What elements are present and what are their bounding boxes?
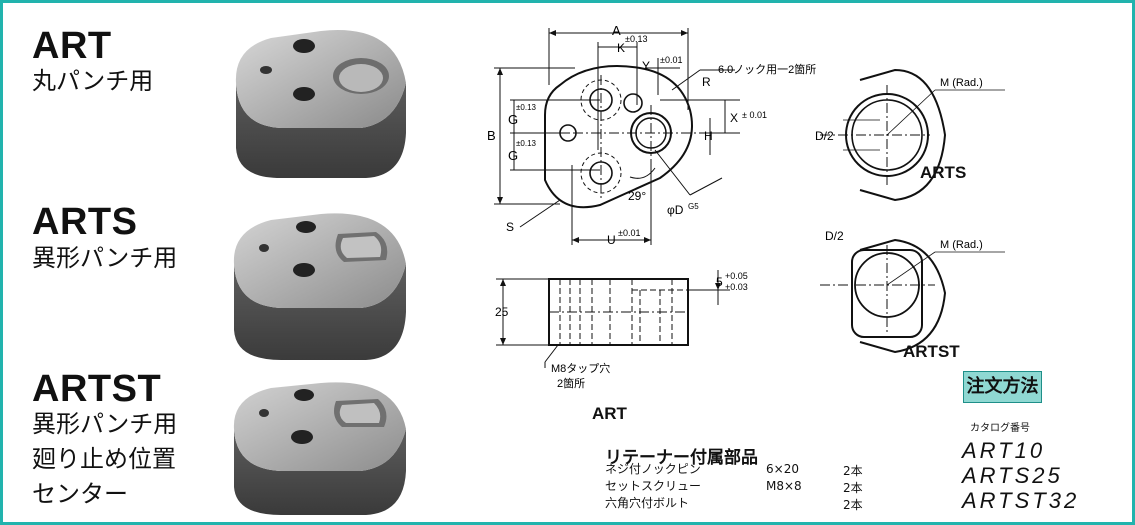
arts-view-label: ARTS	[920, 163, 967, 182]
dim-y: Y	[642, 59, 650, 73]
accessory-name-2: セットスクリュー	[605, 479, 702, 493]
dim-k: K	[617, 41, 625, 55]
catalog-number-label: カタログ番号	[970, 423, 1030, 434]
product-desc-artst-3: センター	[32, 480, 128, 508]
dim-x: X	[730, 111, 738, 125]
dim-x-tol: ± 0.01	[742, 110, 767, 120]
dim-h: H	[704, 129, 713, 143]
accessory-qty-2: 2本	[843, 481, 863, 495]
dim-g1: G	[508, 112, 518, 127]
dim-b: B	[487, 128, 496, 143]
dim-depth: 5	[716, 275, 723, 289]
accessory-name-3: 六角穴付ボルト	[605, 496, 690, 510]
artst-view-label: ARTST	[903, 342, 960, 361]
dim-g1-tol: ±0.13	[516, 103, 537, 112]
dim-r: R	[702, 75, 711, 89]
dim-s: S	[506, 220, 514, 234]
product-desc-art: 丸パンチ用	[32, 67, 154, 95]
product-desc-artst-1: 異形パンチ用	[32, 410, 178, 438]
product-desc-arts: 異形パンチ用	[32, 244, 178, 272]
dim-g2: G	[508, 148, 518, 163]
artst-d2: D/2	[825, 229, 844, 243]
tap-note-2: 2箇所	[557, 376, 585, 390]
order-code-2: ARTS25	[962, 463, 1063, 488]
dim-u: U	[607, 233, 616, 247]
accessory-qty-1: 2本	[843, 464, 863, 478]
order-method-badge: 注文方法	[963, 371, 1042, 403]
product-code-artst: ARTST	[32, 368, 162, 410]
dim-phid-tol: G5	[688, 202, 699, 211]
accessory-spec-1: 6×20	[766, 462, 799, 476]
dim-depth-tol-upper: +0.05	[725, 271, 748, 281]
accessory-name-1: ネジ付ノックピン	[605, 462, 701, 476]
order-code-3: ARTST32	[962, 488, 1080, 513]
dim-thickness: 25	[495, 305, 509, 319]
accessories-title: リテーナー付属部品	[605, 448, 758, 468]
arts-d2: D/2	[815, 129, 834, 143]
dim-depth-tol-lower: +0.03	[725, 282, 748, 292]
dim-u-tol: ±0.01	[618, 228, 640, 238]
tap-note-1: M8タップ穴	[551, 361, 610, 375]
pin-note: 6.0ノック用一2箇所	[718, 62, 816, 76]
product-code-arts: ARTS	[32, 201, 138, 243]
accessory-qty-3: 2本	[843, 498, 863, 512]
accessory-spec-2: M8×8	[766, 479, 802, 493]
artst-m: M (Rad.)	[940, 239, 983, 251]
arts-m: M (Rad.)	[940, 77, 983, 89]
dim-phid: φD	[667, 203, 684, 217]
dim-y-tol: ±0.01	[660, 55, 682, 65]
art-view-label: ART	[592, 404, 627, 423]
arts-photo	[233, 213, 406, 360]
dim-g2-tol: ±0.13	[516, 139, 537, 148]
art-photo	[235, 30, 406, 178]
order-code-1: ART10	[962, 438, 1046, 463]
dim-angle: 29°	[628, 189, 646, 203]
product-code-art: ART	[32, 25, 112, 67]
dim-a: A	[612, 23, 621, 38]
dim-a-tol: ±0.13	[625, 34, 647, 44]
artst-photo	[233, 382, 406, 515]
product-desc-artst-2: 廻り止め位置	[32, 445, 176, 473]
